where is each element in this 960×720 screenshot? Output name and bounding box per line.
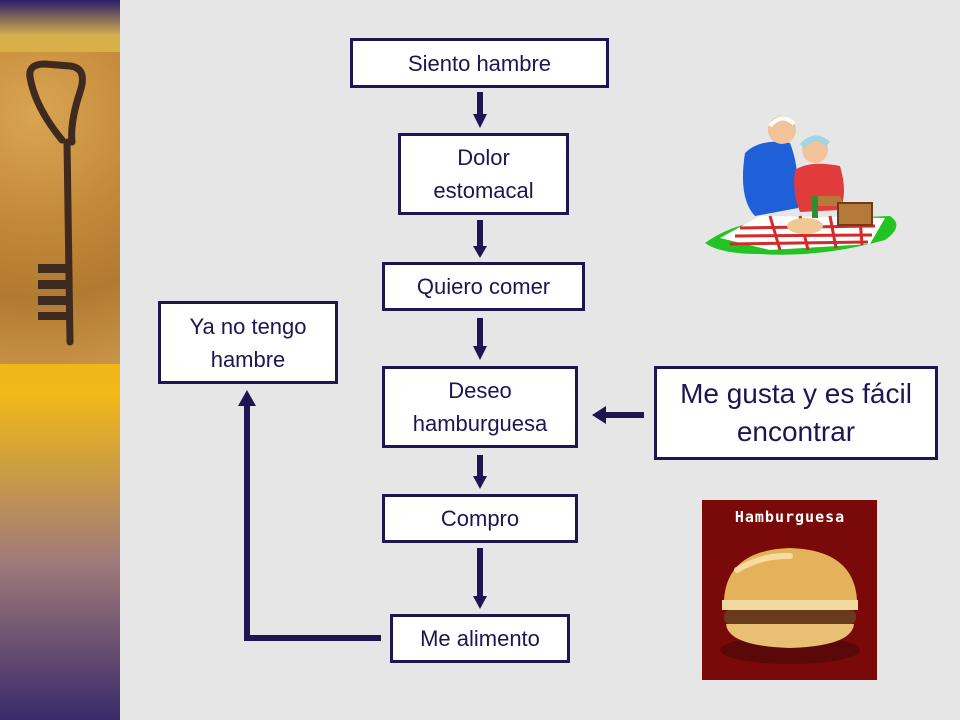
node-label: Me alimento [420, 626, 540, 651]
node-label: Quiero comer [416, 274, 551, 299]
node-label: Siento hambre [407, 50, 552, 76]
picnic-couple-clipart [705, 116, 897, 255]
hamburger-icon [720, 548, 860, 664]
node-dolor-estomacal: Dolor estomacal [398, 133, 569, 215]
node-deseo-hamburguesa: Deseo hamburguesa [382, 366, 578, 448]
node-ya-no-tengo-hambre: Ya no tengo hambre [158, 301, 338, 384]
arrow-4-shaft [477, 455, 483, 477]
node-label: Me gusta y es fácil encontrar [680, 378, 912, 447]
node-quiero-comer: Quiero comer [382, 262, 585, 311]
loop-vertical [244, 404, 250, 641]
node-label: Ya no tengo hambre [189, 313, 307, 372]
arrow-side-shaft [606, 412, 644, 418]
arrow-1-shaft [477, 92, 483, 114]
node-compro: Compro [382, 494, 578, 543]
node-me-alimento: Me alimento [390, 614, 570, 663]
node-label: Deseo hamburguesa [412, 378, 548, 436]
arrow-side-head [592, 406, 606, 424]
key-photo [0, 52, 120, 364]
node-label: Dolor estomacal [433, 145, 534, 203]
arrow-4-head [473, 476, 487, 489]
node-me-gusta: Me gusta y es fácil encontrar [654, 366, 938, 460]
arrow-3-shaft [477, 318, 483, 348]
hamburger-photo: Hamburguesa [702, 500, 877, 680]
arrow-5-shaft [477, 548, 483, 596]
loop-horizontal [244, 635, 381, 641]
node-label: Compro [440, 506, 520, 531]
arrow-1-head [473, 114, 487, 128]
arrow-2-head [473, 246, 487, 258]
node-siento-hambre: Siento hambre [350, 38, 609, 88]
hamburger-label: Hamburguesa [724, 504, 856, 530]
loop-head [238, 390, 256, 406]
arrow-2-shaft [477, 220, 483, 248]
arrow-5-head [473, 596, 487, 609]
arrow-3-head [473, 346, 487, 360]
